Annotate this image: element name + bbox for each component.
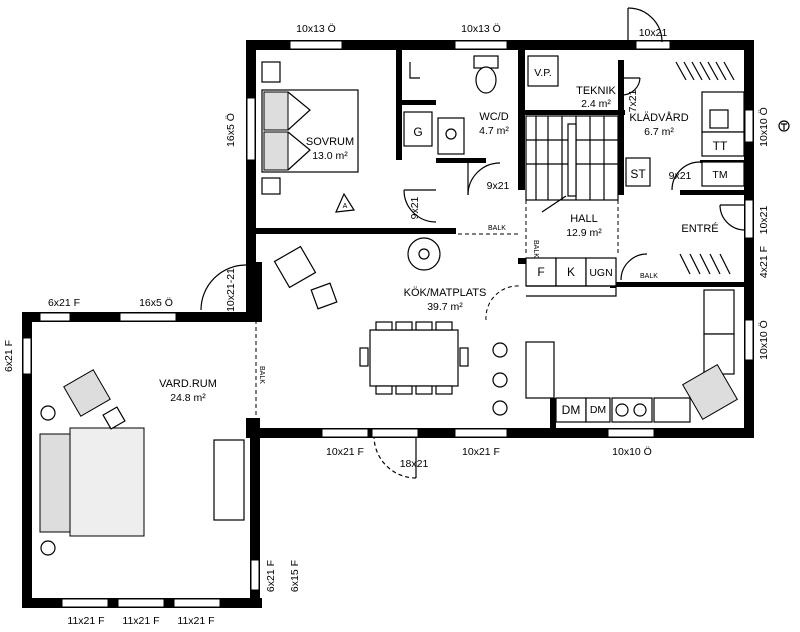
room-kladvard-name: KLÄDVÅRD — [629, 111, 688, 124]
dim-door-sovrum: 9x21 — [409, 196, 421, 219]
room-teknik-area: 2.4 m² — [581, 98, 611, 110]
stair-label-a: A — [343, 203, 348, 210]
dim-bottom-2: 10x21 F — [462, 446, 500, 458]
balk-label: BALK — [640, 273, 658, 280]
room-kok-area: 39.7 m² — [427, 301, 463, 313]
fixture-tt: TT — [713, 139, 728, 153]
dim-bottom-door: 18x21 — [400, 458, 429, 470]
dim-door-wcd: 9x21 — [487, 180, 510, 192]
room-wcd-name: WC/D — [479, 111, 508, 123]
windows — [22, 40, 754, 608]
dim-side-entre-4x21: 4x21 F — [758, 246, 770, 278]
fixture-ugn: UGN — [589, 267, 612, 279]
dim-door-st: 9x21 — [669, 170, 692, 182]
wc-fixtures — [403, 55, 499, 155]
fixture-st: ST — [630, 167, 646, 181]
room-kok-name: KÖK/MATPLATS — [404, 287, 487, 299]
fixture-dm-small: DM — [590, 404, 606, 416]
dim-vard-right-2: 6x15 F — [289, 560, 301, 592]
balk-label: BALK — [258, 366, 265, 384]
dim-vard-top-right: 16x5 Ö — [139, 297, 173, 309]
dim-side-sovrum: 16x5 Ö — [225, 113, 237, 147]
dim-vard-left: 6x21 F — [3, 340, 15, 372]
nightstand — [261, 61, 281, 83]
outdoor-tap-icon — [778, 120, 790, 132]
dim-side-kok: 10x10 Ö — [758, 320, 770, 360]
room-hall-area: 12.9 m² — [566, 227, 602, 239]
room-wcd-area: 4.7 m² — [479, 125, 509, 137]
balk-label: BALK — [488, 225, 506, 232]
teknik-fixtures — [527, 55, 745, 275]
stair-arrow — [335, 192, 356, 213]
balk-label: BALK — [532, 240, 539, 258]
balk-lines — [255, 200, 619, 418]
dim-side-kladvard: 10x10 Ö — [758, 107, 770, 147]
dim-bottom-3: 10x10 Ö — [612, 446, 652, 458]
kitchen — [273, 237, 739, 423]
dim-top-window-1: 10x13 Ö — [296, 23, 336, 35]
dim-side-entre-door: 10x21 — [758, 206, 770, 235]
room-vardrum-area: 24.8 m² — [170, 392, 206, 404]
dim-vard-top-left: 6x21 F — [48, 297, 80, 309]
dim-vard-right-1: 6x21 F — [265, 560, 277, 592]
dim-vard-bottom-1: 11x21 F — [67, 615, 104, 627]
room-sovrum-area: 13.0 m² — [312, 150, 348, 162]
fixture-dm: DM — [562, 403, 581, 417]
fixture-f: F — [537, 265, 544, 279]
dim-vard-bottom-3: 11x21 F — [177, 615, 214, 627]
dim-vard-bottom-2: 11x21 F — [122, 615, 159, 627]
door-swings — [200, 7, 746, 479]
fixture-k: K — [567, 265, 575, 279]
fixture-g: G — [413, 125, 422, 139]
room-sovrum-name: SOVRUM — [306, 136, 354, 148]
nightstand — [261, 177, 281, 195]
bed — [261, 89, 359, 173]
fixture-tm: TM — [712, 169, 727, 181]
dim-bottom-1: 10x21 F — [326, 446, 364, 458]
dim-door-teknik: 7x21 — [627, 89, 639, 112]
dimension-labels: 10x13 Ö 10x13 Ö 10x21 7x21 9x21 9x21 9x2… — [3, 23, 770, 627]
dim-vard-door: 10x21-21 — [225, 268, 237, 312]
room-entre-name: ENTRÉ — [681, 222, 718, 235]
room-hall-name: HALL — [570, 213, 598, 225]
room-teknik-name: TEKNIK — [576, 85, 616, 97]
fixture-vp: V.P. — [534, 67, 552, 79]
living-room — [39, 369, 245, 556]
dim-top-window-2: 10x13 Ö — [461, 23, 501, 35]
room-vardrum-name: VARD.RUM — [159, 378, 217, 390]
dim-top-door: 10x21 — [639, 27, 668, 39]
room-kladvard-area: 6.7 m² — [644, 126, 674, 138]
staircase — [525, 115, 619, 213]
